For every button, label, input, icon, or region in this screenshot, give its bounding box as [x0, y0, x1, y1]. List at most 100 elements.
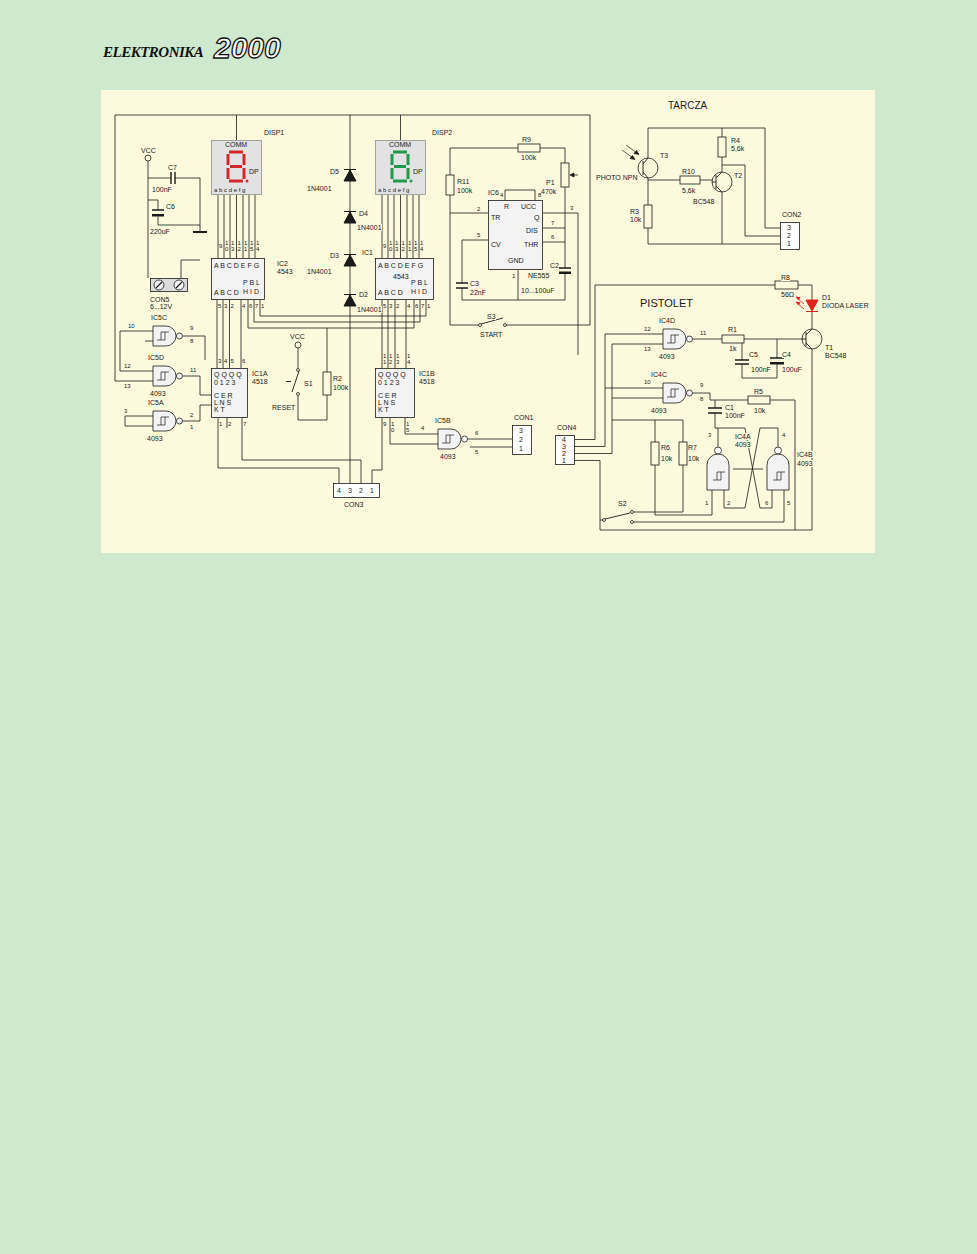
component-label: R3	[630, 208, 639, 215]
transistor-symbol	[638, 158, 658, 178]
component-shape	[375, 140, 426, 195]
component-label: C3	[470, 280, 479, 287]
pin-number: 3	[389, 303, 392, 309]
component-label: 470k	[541, 188, 556, 195]
component-shape	[655, 382, 695, 404]
pin-number: 13	[395, 240, 398, 252]
component-label: BC548	[693, 198, 714, 205]
ic-box: Q Q Q Q0 1 2 3C E RL N SK TIC1A4518	[211, 368, 248, 418]
pin-name: L N S	[378, 399, 395, 406]
pin-number: 1	[512, 273, 515, 279]
section-title: PISTOLET	[640, 297, 693, 309]
wire	[733, 469, 763, 470]
pin-name: GND	[508, 257, 524, 264]
pin-number: 2	[231, 303, 234, 309]
pin-number: 8	[538, 192, 541, 198]
pin-name: CV	[491, 241, 501, 248]
component-shape	[145, 410, 185, 432]
pin-number: 1	[219, 421, 222, 427]
component-label: S3	[487, 313, 496, 320]
section-title: TARCZA	[668, 100, 707, 111]
pin-number: 14	[256, 240, 259, 252]
pin-number: 13	[231, 240, 234, 252]
nand-gate-body	[663, 329, 686, 349]
connector-body	[781, 223, 800, 250]
part-label: 6...12V	[150, 303, 172, 310]
pin-name: A B C D	[378, 289, 403, 296]
component-label: S2	[618, 500, 627, 507]
component-label: RESET	[272, 404, 295, 411]
display-body	[376, 141, 426, 195]
part-label: 4518	[419, 378, 435, 385]
nand-gate-body	[767, 454, 789, 490]
logic-gate: IC4C4093	[655, 382, 695, 404]
resistor-symbol	[446, 175, 454, 195]
pin-number: 10	[644, 379, 651, 385]
ic-body	[376, 259, 434, 300]
pin-name: 3	[787, 224, 791, 231]
component-label: P1	[546, 179, 555, 186]
switch-contact	[631, 511, 634, 514]
screw-slot	[156, 282, 182, 288]
potentiometer-symbol	[561, 163, 569, 187]
schmitt-symbol	[157, 372, 169, 380]
part-label: IC1A	[252, 370, 268, 377]
component-label: 10k	[630, 216, 641, 223]
component-label: T1	[825, 344, 833, 351]
component-label: 100k	[521, 154, 536, 161]
display-body	[212, 141, 262, 195]
component-label: D5	[330, 168, 339, 175]
component-label: IC1	[362, 249, 373, 256]
capacitor-symbol	[152, 214, 164, 217]
component-label: 1N4001	[307, 268, 332, 275]
pin-name: R	[504, 203, 509, 210]
part-label: 4543	[277, 268, 293, 275]
pin-name: P B L	[411, 279, 428, 286]
component-label: VCC	[290, 333, 305, 340]
part-label: CON4	[557, 424, 576, 431]
component-label: 56Ω	[781, 291, 794, 298]
component-label: 100nF	[751, 366, 771, 373]
wire	[470, 439, 512, 440]
logic-gate: IC5A4093	[145, 410, 185, 432]
display-segment	[243, 154, 246, 165]
connector-body	[334, 484, 380, 498]
pin-number: 3	[570, 205, 573, 211]
pin-number: 15	[250, 240, 253, 252]
transistor-symbol	[643, 158, 812, 349]
component-label: R6	[661, 444, 670, 451]
pin-number: 13	[124, 383, 131, 389]
pin-number: 8	[190, 338, 193, 344]
part-label: 4093	[440, 453, 456, 460]
pin-number: 2	[477, 206, 480, 212]
pin-number: 3	[124, 408, 127, 414]
pin-number: 14	[420, 240, 423, 252]
component-shape	[763, 440, 793, 498]
display-segment	[243, 168, 246, 179]
magazine-logo: 2000	[214, 33, 281, 63]
schmitt-symbol	[157, 332, 169, 340]
pin-number: 5	[475, 449, 478, 455]
resistor-symbol	[718, 137, 726, 157]
part-label: 4093	[651, 407, 667, 414]
capacitor-symbol	[559, 272, 571, 275]
switch-contact	[297, 393, 300, 396]
pin-number: 6	[475, 430, 478, 436]
pin-number: 6	[249, 303, 252, 309]
pin-number: 4	[500, 192, 503, 198]
ic-box: A B C D E F GA B C DP B LH I DIC24543	[211, 258, 265, 300]
component-label: 100k	[333, 384, 348, 391]
component-shape	[150, 278, 188, 292]
connector-box: CON34321	[333, 483, 380, 498]
pin-number: 2	[190, 412, 193, 418]
component-label: 10k	[661, 455, 672, 462]
part-label: IC4B	[797, 451, 813, 458]
component-label: START	[480, 331, 502, 338]
inverter-bubble	[775, 447, 782, 454]
nand-gate-body	[153, 326, 176, 346]
inverter-bubble	[715, 447, 722, 454]
pin-number: 6	[415, 303, 418, 309]
pin-number: 7	[255, 303, 258, 309]
gate-pin	[145, 416, 185, 426]
